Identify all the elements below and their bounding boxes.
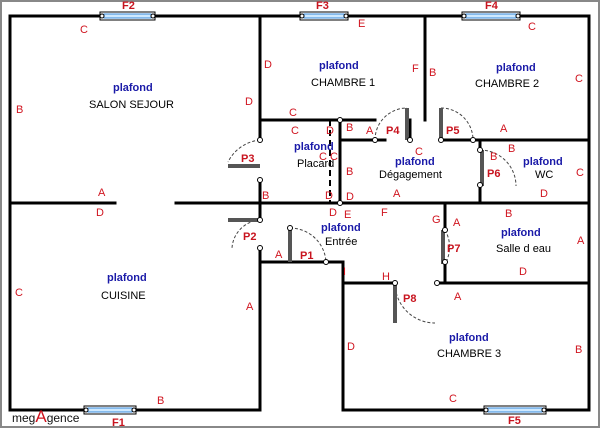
wall-letter: E: [344, 209, 351, 221]
wall-letter: B: [262, 190, 269, 202]
wall-letter: G: [432, 214, 441, 226]
room-label-chambre2: CHAMBRE 2: [475, 78, 539, 90]
ceiling-label-chambre2: plafond: [496, 62, 536, 74]
room-label-chambre3: CHAMBRE 3: [437, 348, 501, 360]
wall-letter: B: [16, 104, 23, 116]
wall-letter: C: [15, 287, 23, 299]
room-label-wc: WC: [535, 169, 553, 181]
wall-letter: C: [576, 167, 584, 179]
wall-letter: A: [453, 217, 461, 229]
door-label-p4: P4: [386, 125, 400, 137]
wall-letter: D: [264, 59, 272, 71]
window-label-f1: F1: [112, 417, 125, 428]
ceiling-label-degagement: plafond: [395, 156, 435, 168]
door-swings: [227, 107, 517, 324]
window-label-f4: F4: [485, 0, 499, 12]
door-label-p2: P2: [243, 231, 256, 243]
wall-letter: B: [508, 143, 515, 155]
wall-letter: C: [80, 24, 88, 36]
door-label-p1: P1: [300, 250, 313, 262]
wall-letter: A: [246, 301, 254, 313]
window-label-f3: F3: [316, 0, 329, 12]
wall-letter: B: [505, 208, 512, 220]
wall-letter: D: [326, 125, 334, 137]
wall-letter: D: [519, 266, 527, 278]
wall-letters: C E C B D D F B C C C B A C D B C C B A …: [15, 18, 585, 407]
window-f1: F1: [83, 405, 137, 429]
door-label-p7: P7: [447, 243, 460, 255]
wall-letter: E: [358, 18, 365, 30]
wall-letter: D: [347, 341, 355, 353]
wall-letter: C: [415, 146, 423, 158]
wall-letter: H: [382, 271, 390, 283]
wall-letter: D: [540, 188, 548, 200]
door-label-p3: P3: [241, 153, 254, 165]
room-label-entree: Entrée: [325, 236, 357, 248]
wall-letter: F: [381, 207, 388, 219]
room-label-salon: SALON SEJOUR: [89, 99, 174, 111]
wall-letter: B: [490, 151, 497, 163]
wall-letter: C: [291, 125, 299, 137]
ceiling-label-wc: plafond: [523, 156, 563, 168]
wall-letter: C: [528, 21, 536, 33]
wall-letter: B: [346, 166, 353, 178]
wall-letter: A: [500, 123, 508, 135]
ceiling-label-chambre3: plafond: [449, 332, 489, 344]
room-label-salle-eau: Salle d eau: [496, 243, 551, 255]
window-label-f2: F2: [122, 0, 135, 12]
wall-letter: I: [343, 266, 346, 278]
wall-letter: C: [330, 151, 338, 163]
ceiling-label-chambre1: plafond: [319, 60, 359, 72]
window-f2: F2: [99, 0, 156, 21]
window-f5: F5: [483, 405, 547, 427]
door-label-p5: P5: [446, 125, 459, 137]
window-f4: F4: [461, 0, 521, 21]
wall-letter: B: [157, 395, 164, 407]
wall-letter: C: [289, 107, 297, 119]
hinge-dots: [257, 117, 483, 286]
room-label-placard: Placard: [297, 158, 334, 170]
wall-letter: A: [366, 125, 374, 137]
wall-letter: C: [449, 393, 457, 405]
interior-walls: [8, 14, 591, 285]
wall-letter: A: [393, 188, 401, 200]
room-label-degagement: Dégagement: [379, 169, 442, 181]
ceiling-label-entree: plafond: [321, 222, 361, 234]
door-label-p6: P6: [487, 168, 500, 180]
wall-letter: C: [319, 151, 327, 163]
wall-letter: A: [98, 187, 106, 199]
wall-letter: D: [245, 96, 253, 108]
window-label-f5: F5: [508, 415, 521, 427]
wall-letter: A: [454, 291, 462, 303]
ceiling-label-salle-eau: plafond: [501, 227, 541, 239]
wall-letter: A: [275, 249, 283, 261]
door-label-p8: P8: [403, 293, 416, 305]
brand-logo: megAgence: [12, 407, 80, 426]
brand-prefix: meg: [12, 411, 35, 425]
ceiling-label-salon: plafond: [113, 82, 153, 94]
brand-suffix: gence: [47, 411, 80, 425]
wall-letter: D: [329, 207, 337, 219]
wall-letter: B: [429, 67, 436, 79]
ceiling-label-cuisine: plafond: [107, 272, 147, 284]
brand-accent: A: [35, 407, 47, 426]
ceiling-label-placard: plafond: [294, 141, 334, 153]
wall-letter: D: [325, 190, 333, 202]
wall-letter: C: [575, 73, 583, 85]
room-label-cuisine: CUISINE: [101, 290, 146, 302]
wall-letter: F: [412, 63, 419, 75]
wall-letter: D: [346, 191, 354, 203]
room-label-chambre1: CHAMBRE 1: [311, 77, 375, 89]
svg-text:megAgence: megAgence: [12, 407, 80, 426]
wall-letter: D: [96, 207, 104, 219]
wall-letter: A: [577, 235, 585, 247]
window-f3: F3: [299, 0, 349, 21]
wall-letter: B: [575, 344, 582, 356]
wall-letter: B: [346, 122, 353, 134]
